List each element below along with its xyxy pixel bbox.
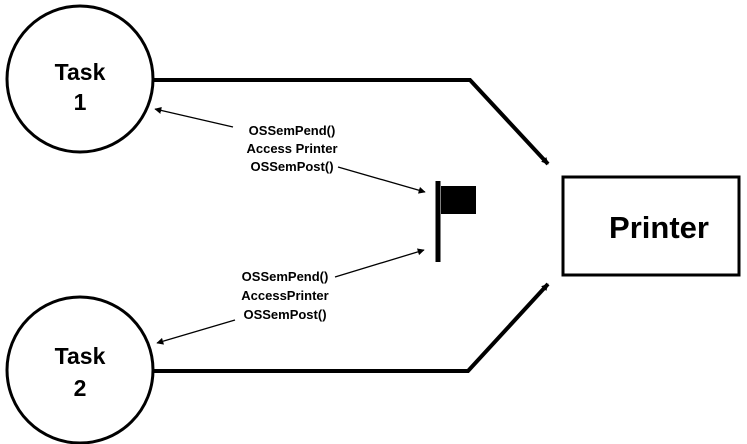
task-2-pend-arrow <box>334 248 425 278</box>
task-2-operations: OSSemPend() AccessPrinter OSSemPost() <box>241 269 328 322</box>
task-1-label-line1: Task <box>55 59 106 85</box>
task-2-node: Task 2 <box>5 295 155 444</box>
printer-label: Printer <box>609 210 709 245</box>
task-1-operations: OSSemPend() Access Printer OSSemPost() <box>246 123 337 174</box>
task-2-op-pend: OSSemPend() <box>242 269 329 284</box>
task-1-pend-arrow <box>154 107 234 128</box>
flag-icon <box>435 181 476 262</box>
task-2-to-printer-arrow <box>153 282 550 373</box>
task-2-op-post: OSSemPost() <box>243 307 326 322</box>
task-2-label-line2: 2 <box>74 375 87 401</box>
task-2-label-line1: Task <box>55 343 106 369</box>
task-1-label-line2: 1 <box>74 89 87 115</box>
printer-node: Printer <box>561 175 741 277</box>
task-1-op-pend: OSSemPend() <box>249 123 336 138</box>
task-1-op-access: Access Printer <box>246 141 337 156</box>
task-1-post-arrow <box>337 166 426 194</box>
task-1-to-printer-arrow <box>153 78 550 166</box>
task-2-post-arrow <box>156 319 236 345</box>
task-1-node: Task 1 <box>5 4 155 154</box>
task-2-op-access: AccessPrinter <box>241 288 328 303</box>
task-1-op-post: OSSemPost() <box>250 159 333 174</box>
